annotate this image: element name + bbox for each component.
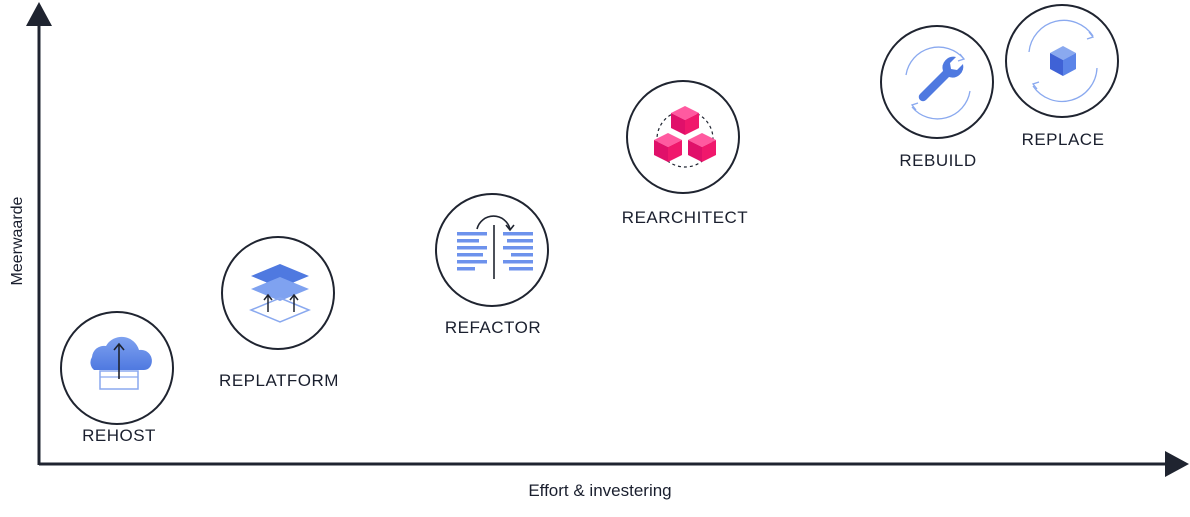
strategy-label-replace: REPLACE xyxy=(1021,130,1105,149)
strategy-label-rebuild: REBUILD xyxy=(899,151,977,170)
strategy-label-rehost: REHOST xyxy=(82,426,156,445)
x-axis-label: Effort & investering xyxy=(528,481,672,500)
layers-upload-icon xyxy=(249,264,311,323)
cubes-icon xyxy=(654,106,716,168)
y-axis-arrowhead xyxy=(26,2,52,26)
wrench-icon xyxy=(905,46,971,120)
strategy-label-replatform: REPLATFORM xyxy=(219,371,339,390)
replatform-circle xyxy=(221,236,335,350)
cube-replace-icon xyxy=(1028,19,1098,103)
refactor-circle xyxy=(435,193,549,307)
rebuild-circle xyxy=(880,25,994,139)
y-axis-label: Meerwaarde xyxy=(9,196,26,286)
code-refactor-icon xyxy=(457,215,533,279)
x-axis-arrowhead xyxy=(1165,451,1189,477)
strategy-label-rearchitect: REARCHITECT xyxy=(621,208,749,227)
strategy-label-refactor: REFACTOR xyxy=(444,318,542,337)
replace-circle xyxy=(1005,4,1119,118)
rehost-circle xyxy=(60,311,174,425)
rearchitect-circle xyxy=(626,80,740,194)
cloud-upload-icon xyxy=(90,336,152,390)
